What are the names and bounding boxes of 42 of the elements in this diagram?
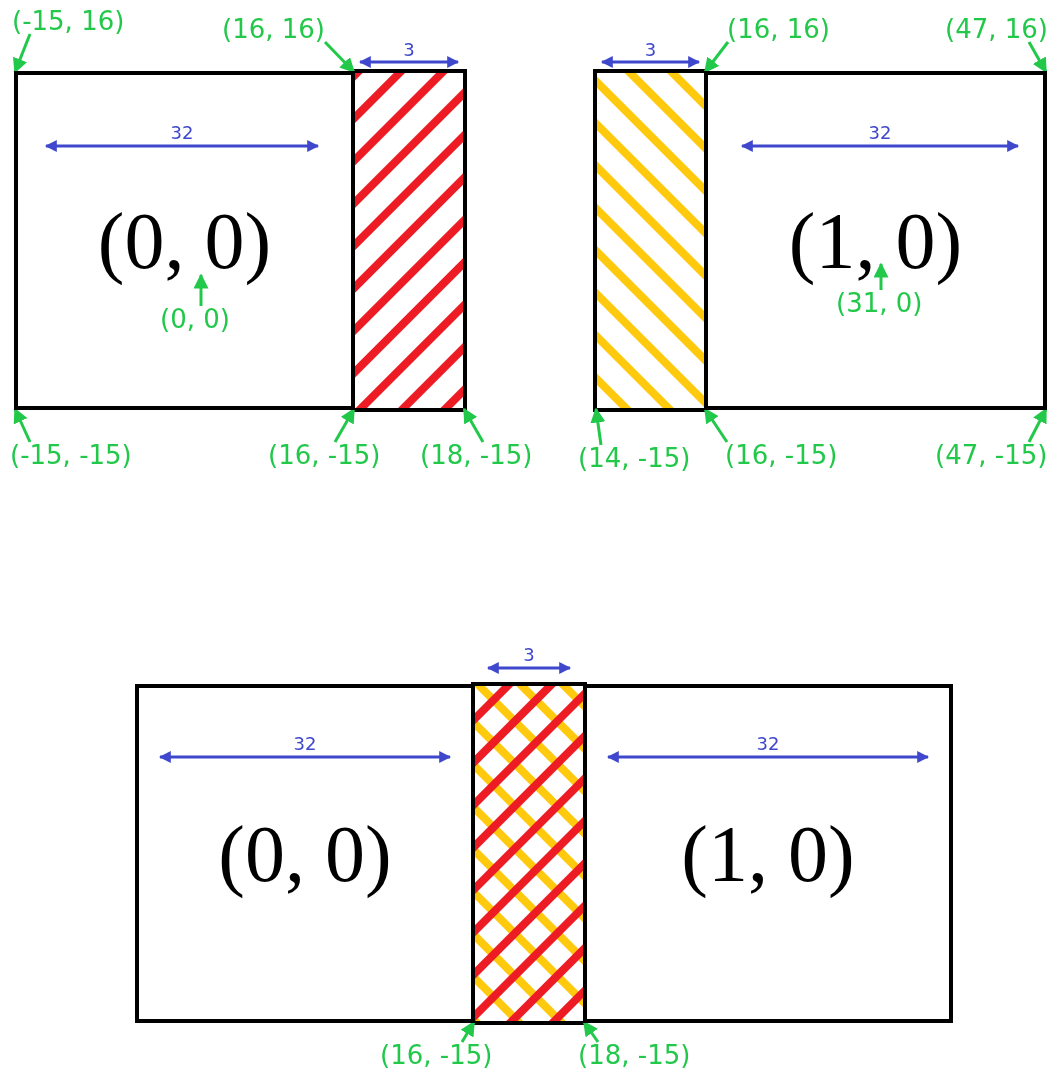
leader-arrow xyxy=(13,33,32,74)
dimension-label: 32 xyxy=(293,735,317,753)
leader-arrow xyxy=(873,262,889,290)
leader-arrow xyxy=(1027,41,1048,74)
coordinate-label: (16, -15) xyxy=(725,442,838,468)
leader-arrow xyxy=(703,407,729,443)
coordinate-label: (-15, -15) xyxy=(10,442,132,468)
coordinate-label: (47, 16) xyxy=(945,16,1048,42)
coordinate-label: (18, -15) xyxy=(420,442,533,468)
hatched-strip xyxy=(351,69,467,412)
region-box xyxy=(14,71,355,410)
coordinate-label: (-15, 16) xyxy=(12,8,125,34)
coordinate-label: (18, -15) xyxy=(578,1042,691,1068)
hatched-strip xyxy=(593,69,708,412)
region-box xyxy=(583,684,953,1023)
coordinate-label: (16, -15) xyxy=(380,1042,493,1068)
coordinate-label: (31, 0) xyxy=(836,290,923,316)
leader-arrow xyxy=(590,407,606,446)
coordinate-label: (14, -15) xyxy=(578,445,691,471)
hatched-strip xyxy=(471,682,587,1025)
dimension-label: 3 xyxy=(403,41,415,59)
leader-arrow xyxy=(703,41,730,74)
dimension-label: 3 xyxy=(523,646,535,664)
dimension-label: 32 xyxy=(756,735,780,753)
coordinate-label: (0, 0) xyxy=(160,306,230,332)
leader-arrow xyxy=(193,273,209,306)
leader-arrow xyxy=(323,40,356,74)
dimension-label: 32 xyxy=(170,124,194,142)
leader-arrow xyxy=(462,407,485,443)
leader-arrow xyxy=(1027,407,1048,443)
dimension-label: 32 xyxy=(868,124,892,142)
leader-arrow xyxy=(13,407,32,443)
coordinate-label: (47, -15) xyxy=(935,442,1048,468)
dimension-label: 3 xyxy=(644,41,657,59)
coordinate-label: (16, 16) xyxy=(727,16,830,42)
region-box xyxy=(704,71,1047,410)
leader-arrow xyxy=(582,1020,600,1043)
coordinate-label: (16, 16) xyxy=(222,16,325,42)
leader-arrow xyxy=(333,407,356,443)
region-box xyxy=(135,684,475,1023)
coordinate-label: (16, -15) xyxy=(268,442,381,468)
leader-arrow xyxy=(460,1020,476,1043)
